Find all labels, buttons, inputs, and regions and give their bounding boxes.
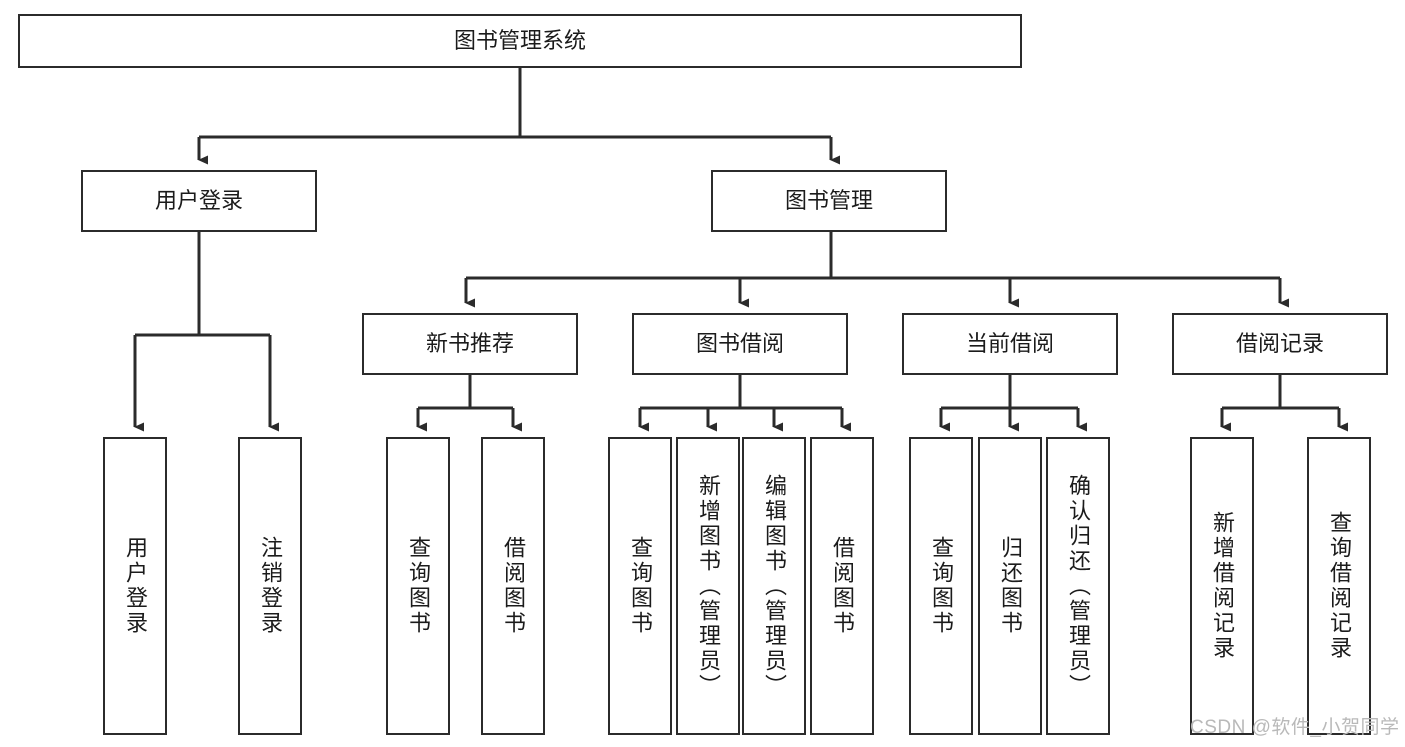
leaf-book-borrow-2-label: 新增图书（管理员）: [696, 473, 721, 699]
leaf-current-borrow-1-label: 查询图书: [929, 536, 954, 636]
node-current-borrow-label: 当前借阅: [965, 331, 1054, 357]
leaf-user-login-1[interactable]: 用户登录: [103, 437, 167, 735]
leaf-current-borrow-1[interactable]: 查询图书: [909, 437, 973, 735]
leaf-book-borrow-2[interactable]: 新增图书（管理员）: [676, 437, 740, 735]
leaf-book-borrow-1-label: 查询图书: [628, 536, 653, 636]
node-user-login-label: 用户登录: [154, 188, 243, 214]
leaf-book-borrow-3[interactable]: 编辑图书（管理员）: [742, 437, 806, 735]
leaf-borrow-record-1-label: 新增借阅记录: [1210, 511, 1235, 661]
node-new-book-recommend[interactable]: 新书推荐: [362, 313, 578, 375]
node-root-system-label: 图书管理系统: [453, 28, 586, 54]
leaf-user-login-2-label: 注销登录: [258, 536, 283, 636]
leaf-current-borrow-2-label: 归还图书: [998, 536, 1023, 636]
leaf-new-book-1[interactable]: 查询图书: [386, 437, 450, 735]
leaf-book-borrow-1[interactable]: 查询图书: [608, 437, 672, 735]
leaf-current-borrow-3-label: 确认归还（管理员）: [1066, 473, 1091, 699]
leaf-borrow-record-2-label: 查询借阅记录: [1327, 511, 1352, 661]
leaf-book-borrow-4[interactable]: 借阅图书: [810, 437, 874, 735]
csdn-watermark: CSDN @软件_小贺同学: [1190, 717, 1400, 738]
node-current-borrow[interactable]: 当前借阅: [902, 313, 1118, 375]
node-book-borrow[interactable]: 图书借阅: [632, 313, 848, 375]
leaf-new-book-2[interactable]: 借阅图书: [481, 437, 545, 735]
node-book-management[interactable]: 图书管理: [711, 170, 947, 232]
node-new-book-recommend-label: 新书推荐: [425, 331, 514, 357]
leaf-new-book-2-label: 借阅图书: [501, 536, 526, 636]
node-borrow-records-label: 借阅记录: [1235, 331, 1324, 357]
leaf-user-login-2[interactable]: 注销登录: [238, 437, 302, 735]
leaf-borrow-record-1[interactable]: 新增借阅记录: [1190, 437, 1254, 735]
node-book-borrow-label: 图书借阅: [695, 331, 784, 357]
leaf-new-book-1-label: 查询图书: [406, 536, 431, 636]
node-user-login[interactable]: 用户登录: [81, 170, 317, 232]
leaf-book-borrow-3-label: 编辑图书（管理员）: [762, 473, 787, 699]
leaf-borrow-record-2[interactable]: 查询借阅记录: [1307, 437, 1371, 735]
leaf-current-borrow-2[interactable]: 归还图书: [978, 437, 1042, 735]
leaf-book-borrow-4-label: 借阅图书: [830, 536, 855, 636]
leaf-current-borrow-3[interactable]: 确认归还（管理员）: [1046, 437, 1110, 735]
node-book-management-label: 图书管理: [784, 188, 873, 214]
leaf-user-login-1-label: 用户登录: [123, 536, 148, 636]
node-borrow-records[interactable]: 借阅记录: [1172, 313, 1388, 375]
node-root-system[interactable]: 图书管理系统: [18, 14, 1022, 68]
